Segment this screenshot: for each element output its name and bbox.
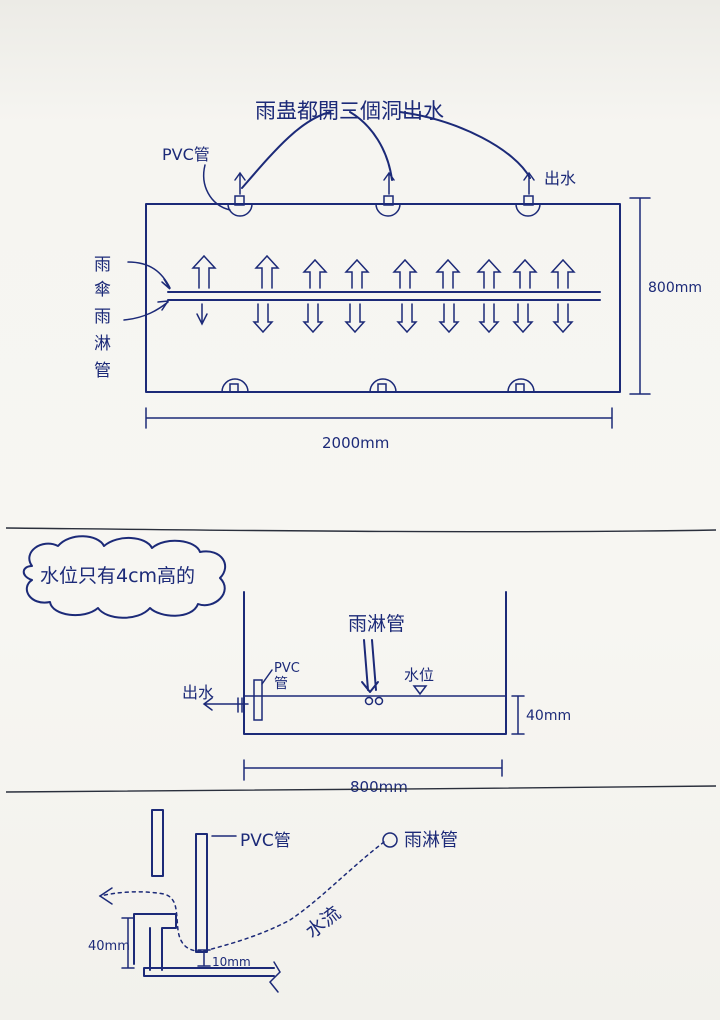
detail-upper-pipe — [151, 809, 164, 877]
side-outlet-stub — [237, 697, 243, 713]
top-title: 雨蛊都開三個洞出水 — [255, 99, 444, 123]
spray-pair — [344, 258, 370, 334]
pipe-label-char-5: 管 — [94, 361, 111, 381]
bottom-hole-2 — [377, 383, 387, 393]
outlet-hole-2 — [383, 195, 394, 206]
detail-pvc-pipe — [195, 833, 208, 953]
side-width-dimension — [243, 759, 503, 781]
spray-pair — [252, 254, 280, 334]
pipe-pointer-upper — [127, 261, 171, 290]
detail-base-plate — [143, 967, 275, 977]
outlet-cap-2 — [375, 203, 401, 217]
outlet-arrow-3 — [523, 171, 535, 195]
detail-height-label: 40mm — [88, 939, 130, 954]
side-width-label: 800mm — [350, 778, 408, 796]
water-label: 水位 — [404, 666, 434, 684]
detail-break-mark — [268, 961, 281, 993]
side-pvc-label-line2: 管 — [274, 676, 288, 692]
section-divider-1 — [5, 527, 717, 533]
side-outlet-label: 出水 — [182, 683, 214, 702]
spray-pair — [302, 258, 328, 334]
detail-pvc-label: PVC管 — [240, 831, 291, 851]
top-width-label: 2000mm — [322, 434, 389, 452]
spray-pair — [512, 258, 538, 334]
bottom-hole-3 — [515, 383, 525, 393]
side-pvc-pipe — [253, 679, 263, 721]
spray-pair — [191, 254, 217, 326]
flow-arrowhead — [98, 887, 113, 905]
title-arc-middle — [349, 111, 393, 181]
note-cloud — [22, 535, 227, 619]
spray-pair — [550, 258, 576, 334]
side-pvc-label-line1: PVC — [274, 661, 300, 676]
water-level-mark — [412, 685, 428, 696]
spray-pair — [392, 258, 418, 334]
outlet-hole-3 — [523, 195, 534, 206]
detail-outlet-fitting — [133, 913, 177, 971]
side-note: 水位只有4cm高的 — [40, 565, 195, 587]
side-outlet-arrow — [202, 697, 249, 711]
outlet-arrow-1 — [234, 171, 246, 195]
bottom-cap-1 — [221, 378, 249, 393]
top-pvc-label: PVC管 — [162, 145, 210, 164]
bottom-hole-1 — [229, 383, 239, 393]
water-height-dimension — [511, 695, 525, 735]
detail-flow-label: 水流 — [302, 902, 346, 943]
tank-outline-side — [243, 591, 507, 735]
side-view: 水位只有4cm高的 雨淋管 水位 PVC 管 出水 40mm 800mm — [22, 535, 571, 796]
outlet-cap-1 — [227, 203, 253, 217]
detail-height-dimension — [121, 917, 135, 969]
flow-path-dotted — [99, 841, 385, 952]
bottom-cap-3 — [507, 378, 535, 393]
height-dimension-line — [629, 197, 651, 395]
detail-gap-label: 10mm — [212, 955, 251, 969]
detail-pipe-label: 雨淋管 — [404, 830, 458, 851]
outlet-arrow-2 — [383, 171, 395, 195]
spray-pair — [476, 258, 502, 334]
title-arc-right — [399, 111, 531, 179]
side-pipe-arrow — [361, 639, 379, 693]
side-pipe-label: 雨淋管 — [348, 613, 405, 635]
pipe-label-char-4: 淋 — [94, 334, 111, 354]
pipe-label-char-2: 傘 — [94, 280, 111, 300]
side-pvc-leader — [261, 669, 273, 685]
pipe-side-label: 雨 傘 雨 淋 管 — [94, 255, 111, 381]
pipe-label-char-1: 雨 — [94, 255, 111, 275]
pipe-label-char-3: 雨 — [94, 307, 111, 327]
bottom-outlets — [221, 378, 535, 393]
pipe-circle-2 — [374, 696, 384, 706]
outlet-hole-1 — [234, 195, 245, 206]
width-dimension-line — [145, 407, 613, 429]
pipe-circle-1 — [364, 696, 374, 706]
side-water-height: 40mm — [526, 708, 571, 724]
title-arc-left — [241, 111, 331, 189]
detail-pipe-circle — [382, 832, 398, 848]
section-divider-2 — [5, 785, 717, 793]
top-outlet-label: 出水 — [544, 169, 576, 188]
tank-outline-top — [145, 203, 621, 393]
spray-arrows — [191, 254, 576, 334]
detail-view: PVC管 水流 雨淋管 40mm 10mm — [88, 809, 458, 993]
bottom-cap-2 — [369, 378, 397, 393]
top-height-label: 800mm — [648, 280, 702, 296]
top-view: 雨蛊都開三個洞出水 PVC管 出水 — [94, 99, 702, 452]
outlet-cap-3 — [515, 203, 541, 217]
top-outlets — [227, 171, 541, 217]
pvc-leader-line — [203, 164, 231, 211]
spray-pair — [435, 258, 461, 334]
detail-gap-dimension — [197, 949, 211, 967]
pipe-pointer-lower — [123, 300, 170, 321]
